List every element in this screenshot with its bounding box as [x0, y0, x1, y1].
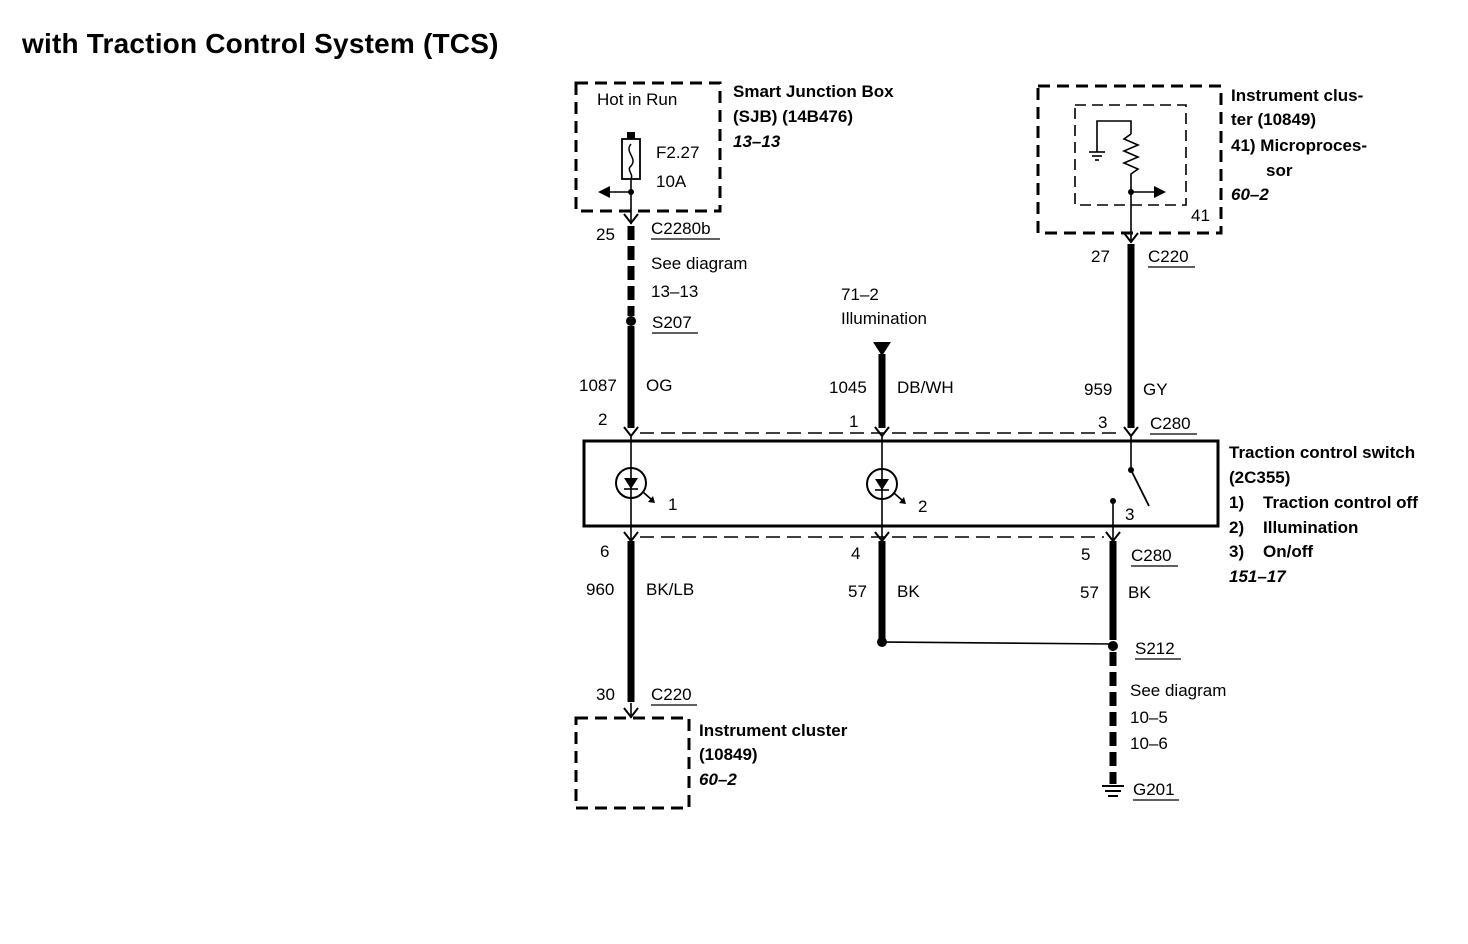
ground-ref2: 10–6 — [1130, 734, 1168, 753]
top-connector-c280: C280 — [1150, 414, 1191, 433]
cluster-bottom-box — [574, 716, 691, 810]
cluster-top-item1: 41) Microproces- — [1231, 136, 1367, 155]
bot-pin-4: 4 — [851, 544, 860, 563]
led-1-icon — [615, 467, 655, 503]
switch-id: (2C355) — [1229, 468, 1290, 487]
switch-item1: Traction control off — [1263, 493, 1418, 512]
led-2-label: 2 — [918, 497, 927, 516]
og-circuit: 1087 — [579, 376, 617, 395]
sjb-box — [574, 81, 722, 213]
switch-item1-num: 1) — [1229, 493, 1244, 512]
microprocessor-box — [1074, 104, 1187, 206]
bk2-circuit: 57 — [1080, 583, 1099, 602]
switch-item2: Illumination — [1263, 518, 1358, 537]
cluster-top-name1: Instrument clus- — [1231, 86, 1363, 105]
sjb-ref: 13–13 — [733, 132, 781, 151]
splice-s212 — [1108, 641, 1118, 651]
bot-connector-c280: C280 — [1131, 546, 1172, 565]
cluster-bottom-ref: 60–2 — [699, 770, 737, 789]
cluster-bottom-name: Instrument cluster — [699, 721, 848, 740]
cluster-top-connector: C220 — [1148, 247, 1189, 266]
bot-pin-6: 6 — [600, 542, 609, 561]
top-pin-3: 3 — [1098, 413, 1107, 432]
og-color: OG — [646, 376, 672, 395]
switch-item3-num: 3) — [1229, 542, 1244, 561]
cluster-top-box — [1036, 84, 1223, 235]
splice-s212-label: S212 — [1135, 639, 1175, 658]
switch-ref: 151–17 — [1229, 567, 1287, 586]
cluster-bottom-connector: C220 — [651, 685, 692, 704]
bk1-circuit: 57 — [848, 582, 867, 601]
dbwh-color: DB/WH — [897, 378, 954, 397]
cluster-bottom-pin: 30 — [596, 685, 615, 704]
splice-s207 — [626, 316, 636, 326]
led-2-icon — [866, 468, 906, 504]
splice-s207-label: S207 — [652, 313, 692, 332]
resistor-icon — [1096, 120, 1141, 192]
cluster-top-pin: 27 — [1091, 247, 1110, 266]
fuse-label: F2.27 — [656, 143, 699, 162]
connector-arrow-icon-2 — [1123, 232, 1139, 244]
arrow-left-icon — [598, 186, 610, 198]
bklb-circuit: 960 — [586, 580, 614, 599]
switch-item3: On/off — [1263, 542, 1313, 561]
top-pin-2: 2 — [598, 410, 607, 429]
arrow-right-icon — [1154, 186, 1166, 198]
top-pin-1: 1 — [849, 412, 858, 431]
bot-pin-5: 5 — [1081, 545, 1090, 564]
sjb-id: (SJB) (14B476) — [733, 107, 853, 126]
page-title: with Traction Control System (TCS) — [22, 28, 499, 59]
ground-ref1: 10–5 — [1130, 708, 1168, 727]
bk2-color: BK — [1128, 583, 1151, 602]
sjb-name: Smart Junction Box — [733, 82, 894, 101]
input-arrow-icon — [873, 342, 891, 356]
illum-ref: 71–2 — [841, 285, 879, 304]
cluster-top-ref: 60–2 — [1231, 185, 1269, 204]
switch-item2-num: 2) — [1229, 518, 1244, 537]
fuse-icon — [621, 132, 641, 180]
led-1-label: 1 — [668, 495, 677, 514]
ground-icon — [1089, 151, 1105, 161]
chassis-ground-icon — [1102, 785, 1124, 797]
bklb-color: BK/LB — [646, 580, 694, 599]
sjb-hot-label: Hot in Run — [597, 90, 677, 109]
ground-see-label: See diagram — [1130, 681, 1226, 700]
cluster-top-pin-inside: 41 — [1191, 206, 1210, 225]
sjb-pin: 25 — [596, 225, 615, 244]
sjb-connector: C2280b — [651, 219, 711, 238]
switch-sw-label: 3 — [1125, 505, 1134, 524]
cluster-bottom-id: (10849) — [699, 745, 758, 764]
illum-label: Illumination — [841, 309, 927, 328]
connector-arrow-icon — [623, 213, 639, 225]
fuse-amps: 10A — [656, 172, 687, 191]
switch-name: Traction control switch — [1229, 443, 1415, 462]
switch-icon — [1110, 436, 1150, 540]
see-diagram-label: See diagram — [651, 254, 747, 273]
bk1-color: BK — [897, 582, 920, 601]
ground-g201: G201 — [1133, 780, 1175, 799]
cluster-top-item2: sor — [1266, 161, 1293, 180]
dbwh-circuit: 1045 — [829, 378, 867, 397]
see-diagram-ref: 13–13 — [651, 282, 698, 301]
cluster-top-name2: ter (10849) — [1231, 110, 1316, 129]
gy-circuit: 959 — [1084, 380, 1112, 399]
gy-color: GY — [1143, 380, 1168, 399]
switch-body — [582, 439, 1220, 528]
